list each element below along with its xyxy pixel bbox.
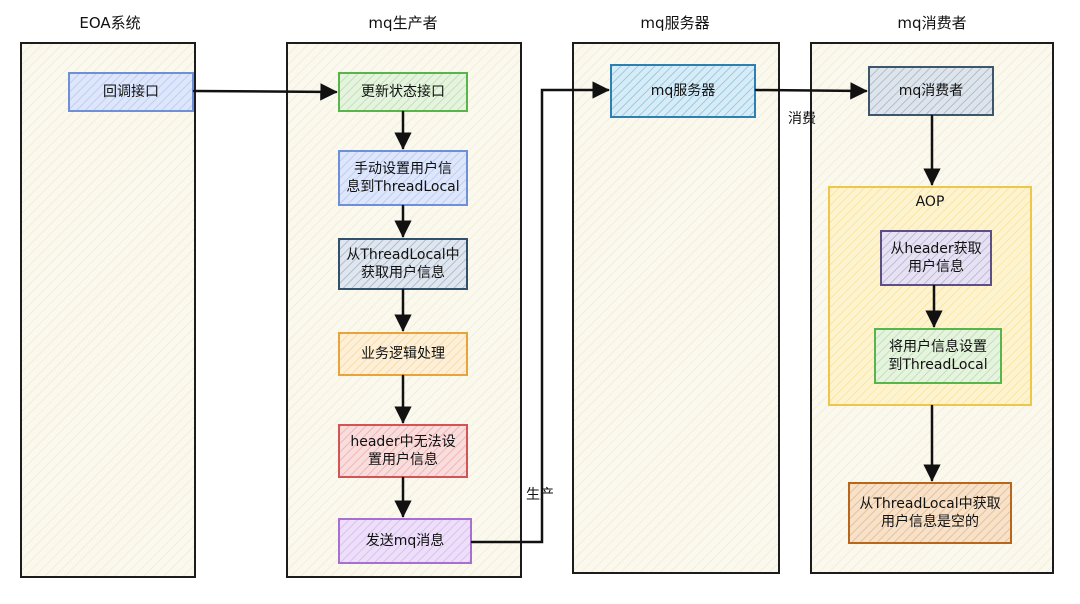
node-label: 更新状态接口 [361, 84, 445, 100]
node-label: 业务逻辑处理 [361, 346, 445, 362]
lane-mq-server [572, 42, 780, 574]
arrow-callback-to-update [192, 83, 338, 101]
node-label: mq服务器 [650, 83, 716, 99]
edge-label-consume: 消费 [788, 111, 816, 127]
node-header-cannot-set-user: header中无法设 置用户信息 [338, 424, 468, 478]
node-label-line2: 置用户信息 [368, 452, 438, 468]
node-get-user-from-threadlocal: 从ThreadLocal中 获取用户信息 [338, 238, 468, 290]
node-label-line1: 将用户信息设置 [889, 339, 987, 355]
node-label-line1: 从ThreadLocal中 [346, 247, 460, 263]
lane-title-server: mq服务器 [640, 14, 710, 32]
lane-title-eoa: EOA系统 [79, 14, 141, 32]
node-get-user-from-header: 从header获取 用户信息 [880, 230, 992, 286]
node-label-line2: 获取用户信息 [361, 265, 445, 281]
lane-title-producer: mq生产者 [368, 14, 438, 32]
arrow-server-to-consumer [754, 82, 868, 100]
node-get-user-empty: 从ThreadLocal中获取 用户信息是空的 [848, 482, 1012, 544]
node-label-line1: 手动设置用户信 [354, 161, 452, 177]
node-business-logic: 业务逻辑处理 [338, 332, 468, 376]
node-set-user-to-threadlocal: 手动设置用户信 息到ThreadLocal [338, 150, 468, 206]
lane-eoa-system [20, 42, 196, 578]
node-callback-interface: 回调接口 [68, 72, 194, 112]
node-label-line1: 从ThreadLocal中获取 [859, 496, 1001, 512]
node-update-status-interface: 更新状态接口 [338, 72, 468, 112]
node-set-user-to-threadlocal-aop: 将用户信息设置 到ThreadLocal [874, 328, 1002, 384]
node-label: 发送mq消息 [365, 533, 445, 549]
node-label-line1: 从header获取 [890, 241, 982, 257]
node-send-mq-message: 发送mq消息 [338, 518, 472, 564]
node-mq-consumer: mq消费者 [868, 66, 994, 116]
node-label-line2: 到ThreadLocal [888, 357, 988, 373]
aop-title: AOP [915, 194, 945, 210]
arrow-send-to-server [470, 81, 610, 544]
lane-title-consumer: mq消费者 [897, 14, 967, 32]
node-label-line2: 用户信息是空的 [881, 514, 979, 530]
node-label: mq消费者 [898, 83, 964, 99]
node-label-line2: 息到ThreadLocal [346, 179, 460, 195]
node-label-line2: 用户信息 [908, 259, 964, 275]
node-label: 回调接口 [103, 84, 159, 100]
edge-label-produce: 生产 [526, 487, 554, 503]
node-mq-server: mq服务器 [610, 64, 756, 118]
node-label-line1: header中无法设 [350, 434, 456, 450]
